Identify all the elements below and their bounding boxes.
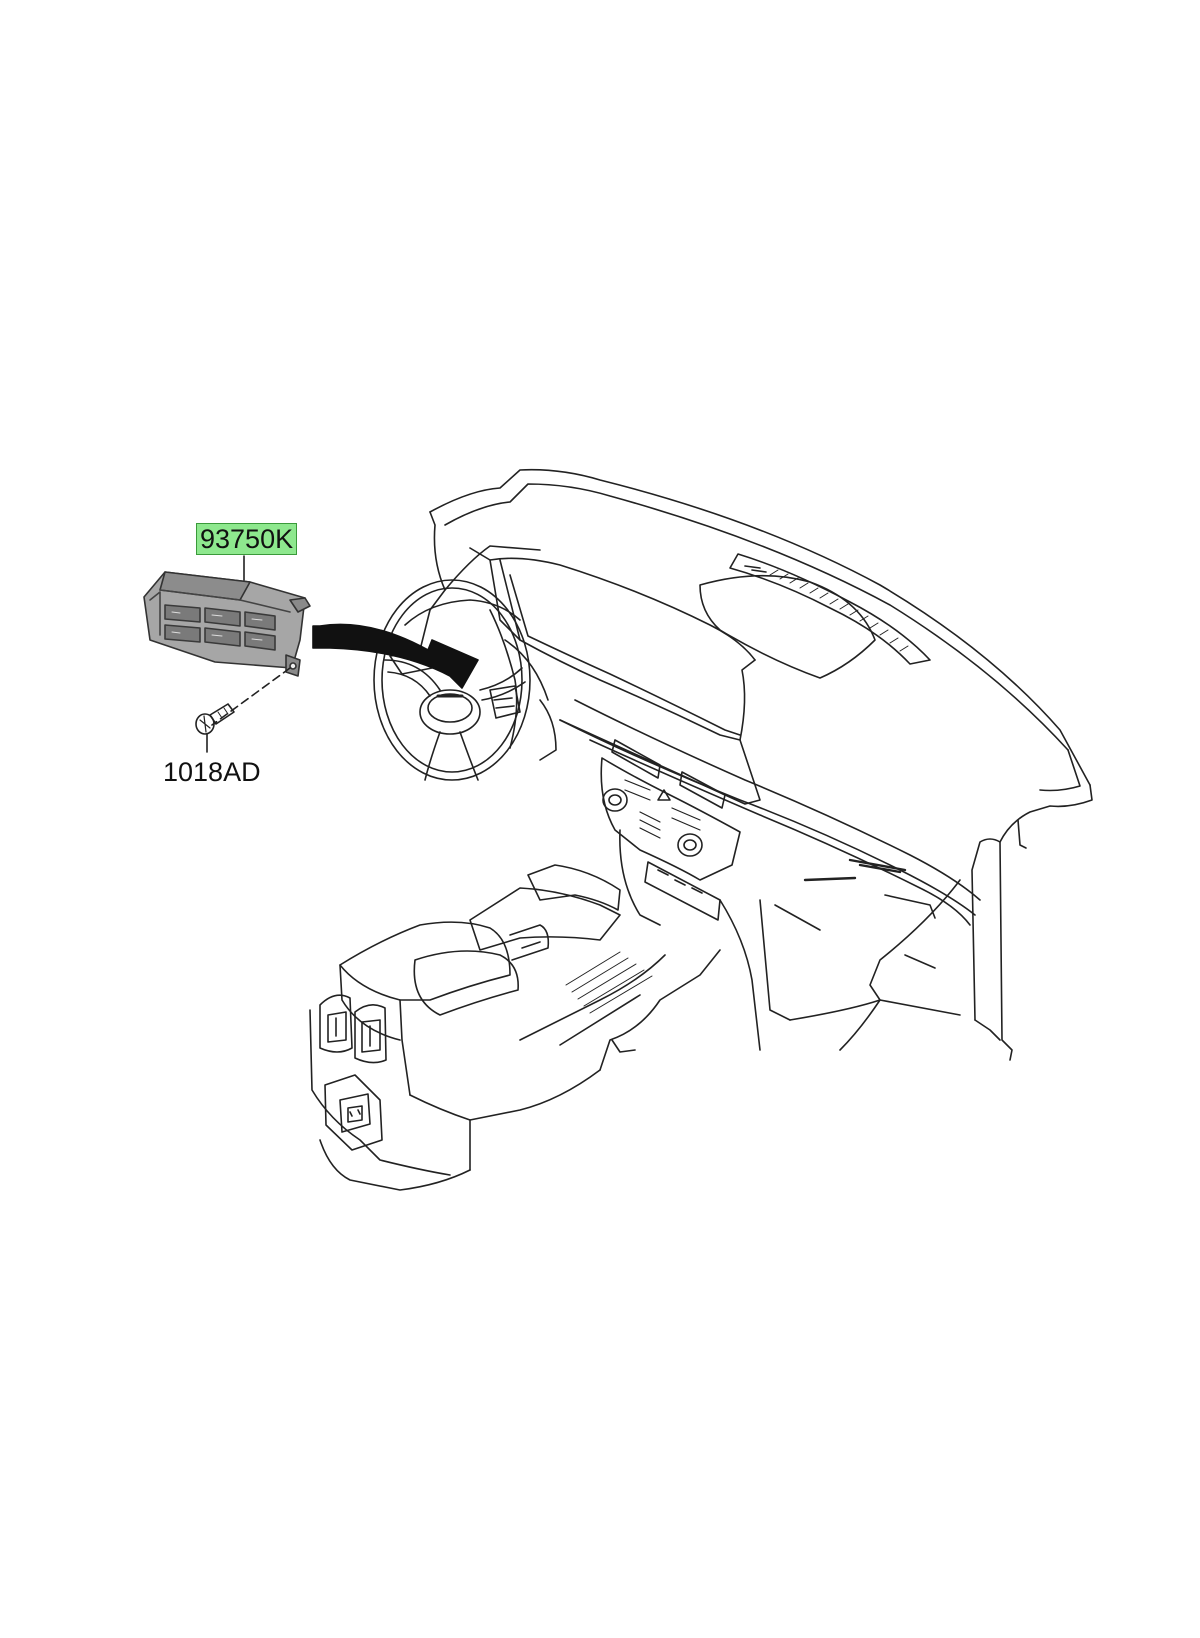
part-label-93750K[interactable]: 93750K: [196, 523, 298, 555]
steering-wheel: [373, 579, 557, 781]
center-console: [309, 864, 721, 1191]
console-floor-ribs: [565, 951, 653, 1014]
screw-part: [195, 667, 291, 753]
defrost-vent-slats: [769, 569, 909, 652]
switch-assembly-part: [143, 555, 311, 677]
part-label-1018AD[interactable]: 1018AD: [163, 757, 261, 787]
location-arrow: [312, 623, 479, 689]
dashboard-panel: [419, 468, 1093, 1061]
center-stack: [600, 739, 761, 1051]
